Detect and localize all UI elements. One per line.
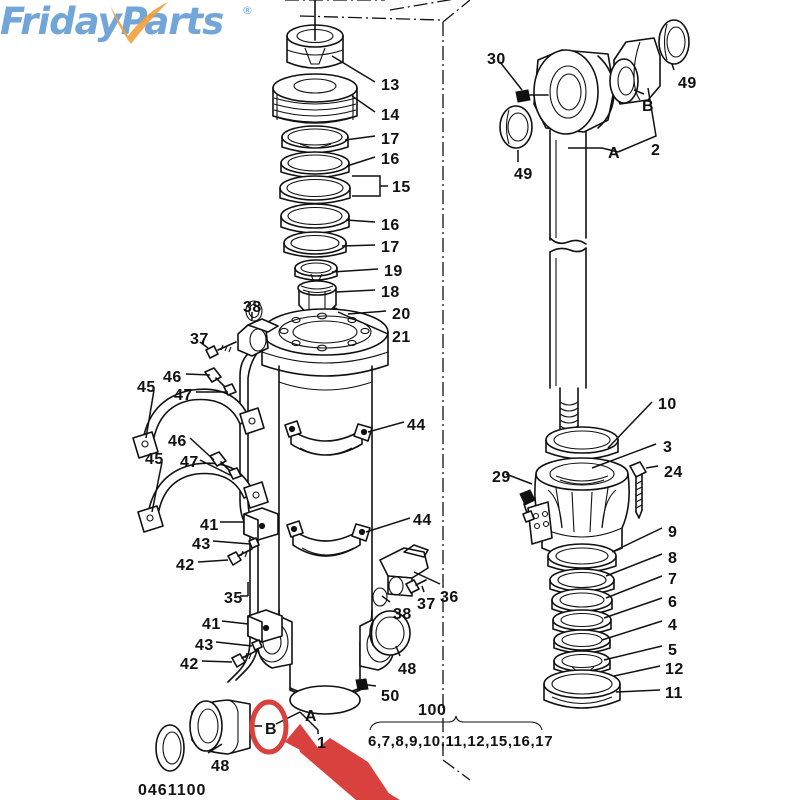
seal-stack bbox=[543, 543, 621, 709]
callout-15: 15 bbox=[392, 179, 411, 196]
callout-9: 9 bbox=[668, 524, 678, 541]
group-bracket-members: 6,7,8,9,10,11,12,15,16,17 bbox=[368, 733, 554, 750]
callout-44: 44 bbox=[413, 512, 432, 529]
callout-49: 49 bbox=[514, 166, 533, 183]
callout-5: 5 bbox=[668, 642, 678, 659]
callout-A: A bbox=[305, 708, 318, 725]
callout-3: 3 bbox=[663, 439, 673, 456]
callout-30: 30 bbox=[487, 51, 506, 68]
callout-48: 48 bbox=[398, 661, 417, 678]
callout-47: 47 bbox=[174, 387, 193, 404]
callout-29: 29 bbox=[492, 469, 511, 486]
callout-50: 50 bbox=[381, 688, 400, 705]
callout-11: 11 bbox=[665, 685, 683, 702]
callout-42: 42 bbox=[180, 656, 199, 673]
gland-nut-assembly bbox=[519, 426, 647, 558]
callout-19: 19 bbox=[384, 263, 403, 280]
callout-41: 41 bbox=[202, 616, 221, 633]
section-boundary-lines bbox=[285, 0, 471, 781]
callout-B: B bbox=[265, 721, 278, 738]
callout-45: 45 bbox=[137, 379, 156, 396]
callout-7: 7 bbox=[668, 571, 678, 588]
callout-18: 18 bbox=[381, 284, 400, 301]
callout-1: 1 bbox=[317, 735, 327, 752]
group-bracket-number: 100 bbox=[418, 702, 447, 719]
red-annotation bbox=[249, 699, 400, 800]
callout-45: 45 bbox=[145, 451, 164, 468]
callout-44: 44 bbox=[407, 417, 426, 434]
tube-and-clamp-assembly bbox=[132, 300, 283, 683]
callout-2: 2 bbox=[651, 142, 661, 159]
callout-20: 20 bbox=[392, 306, 411, 323]
callout-6: 6 bbox=[668, 594, 678, 611]
callout-38: 38 bbox=[243, 299, 262, 316]
callout-8: 8 bbox=[668, 550, 678, 567]
callout-21: 21 bbox=[392, 329, 411, 346]
callout-48: 48 bbox=[211, 758, 230, 775]
piston-head-assembly bbox=[272, 0, 358, 319]
cylinder-barrel-assembly bbox=[255, 308, 395, 715]
callout-13: 13 bbox=[381, 77, 400, 94]
callout-41: 41 bbox=[200, 517, 219, 534]
callout-47: 47 bbox=[180, 454, 199, 471]
callout-42: 42 bbox=[176, 557, 195, 574]
callout-46: 46 bbox=[163, 369, 182, 386]
drawing-part-code: 0461100 bbox=[138, 782, 207, 799]
callout-37: 37 bbox=[190, 331, 209, 348]
callout-36: 36 bbox=[440, 589, 459, 606]
callout-46: 46 bbox=[168, 433, 187, 450]
callout-10: 10 bbox=[658, 396, 677, 413]
callout-16: 16 bbox=[381, 217, 400, 234]
callout-17: 17 bbox=[381, 239, 400, 256]
piston-rod bbox=[549, 129, 587, 434]
callout-43: 43 bbox=[195, 637, 214, 654]
callout-A: A bbox=[608, 145, 621, 162]
callout-B: B bbox=[642, 98, 655, 115]
callout-12: 12 bbox=[665, 661, 684, 678]
valve-fitting-assembly bbox=[369, 544, 429, 656]
leader-lines bbox=[145, 55, 675, 754]
callout-17: 17 bbox=[381, 131, 400, 148]
callout-49: 49 bbox=[678, 75, 697, 92]
group-bracket bbox=[369, 715, 543, 731]
callout-14: 14 bbox=[381, 107, 400, 124]
callout-4: 4 bbox=[668, 617, 678, 634]
callout-37: 37 bbox=[417, 596, 436, 613]
callout-43: 43 bbox=[192, 536, 211, 553]
callout-16: 16 bbox=[381, 151, 400, 168]
rod-eye-assembly bbox=[499, 19, 690, 149]
callout-38: 38 bbox=[393, 606, 412, 623]
bottom-bushing-assembly bbox=[155, 699, 251, 772]
callout-35: 35 bbox=[224, 590, 243, 607]
callout-24: 24 bbox=[664, 464, 683, 481]
